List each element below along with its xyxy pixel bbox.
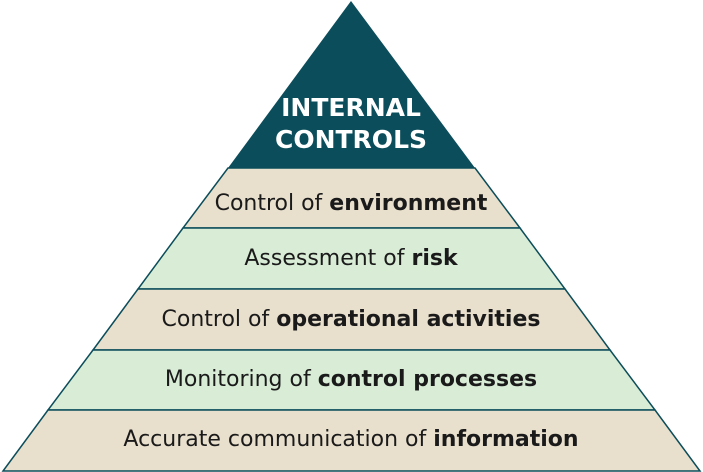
pyramid-apex [228, 1, 475, 168]
tier-information-label: Accurate communication of information [123, 427, 578, 452]
tier-environment-prefix: Control of [215, 191, 330, 216]
tier-risk-prefix: Assessment of [244, 246, 411, 271]
tier-control-processes-prefix: Monitoring of [165, 367, 318, 392]
apex-title-line-2: CONTROLS [275, 125, 427, 154]
tier-operational-activities-keyword: operational activities [276, 307, 540, 332]
tier-control-processes-keyword: control processes [318, 367, 537, 392]
tier-risk-label: Assessment of risk [244, 246, 459, 271]
tier-information-keyword: information [433, 427, 578, 452]
tier-operational-activities-label: Control of operational activities [162, 307, 541, 332]
tier-operational-activities-prefix: Control of [162, 307, 277, 332]
apex-title-line-1: INTERNAL [281, 93, 421, 122]
tier-information-prefix: Accurate communication of [123, 427, 433, 452]
tier-control-processes-label: Monitoring of control processes [165, 367, 537, 392]
tier-risk-keyword: risk [412, 246, 459, 271]
tier-information [1, 409, 702, 472]
tier-environment-label: Control of environment [215, 191, 488, 216]
tier-environment-keyword: environment [329, 191, 488, 216]
